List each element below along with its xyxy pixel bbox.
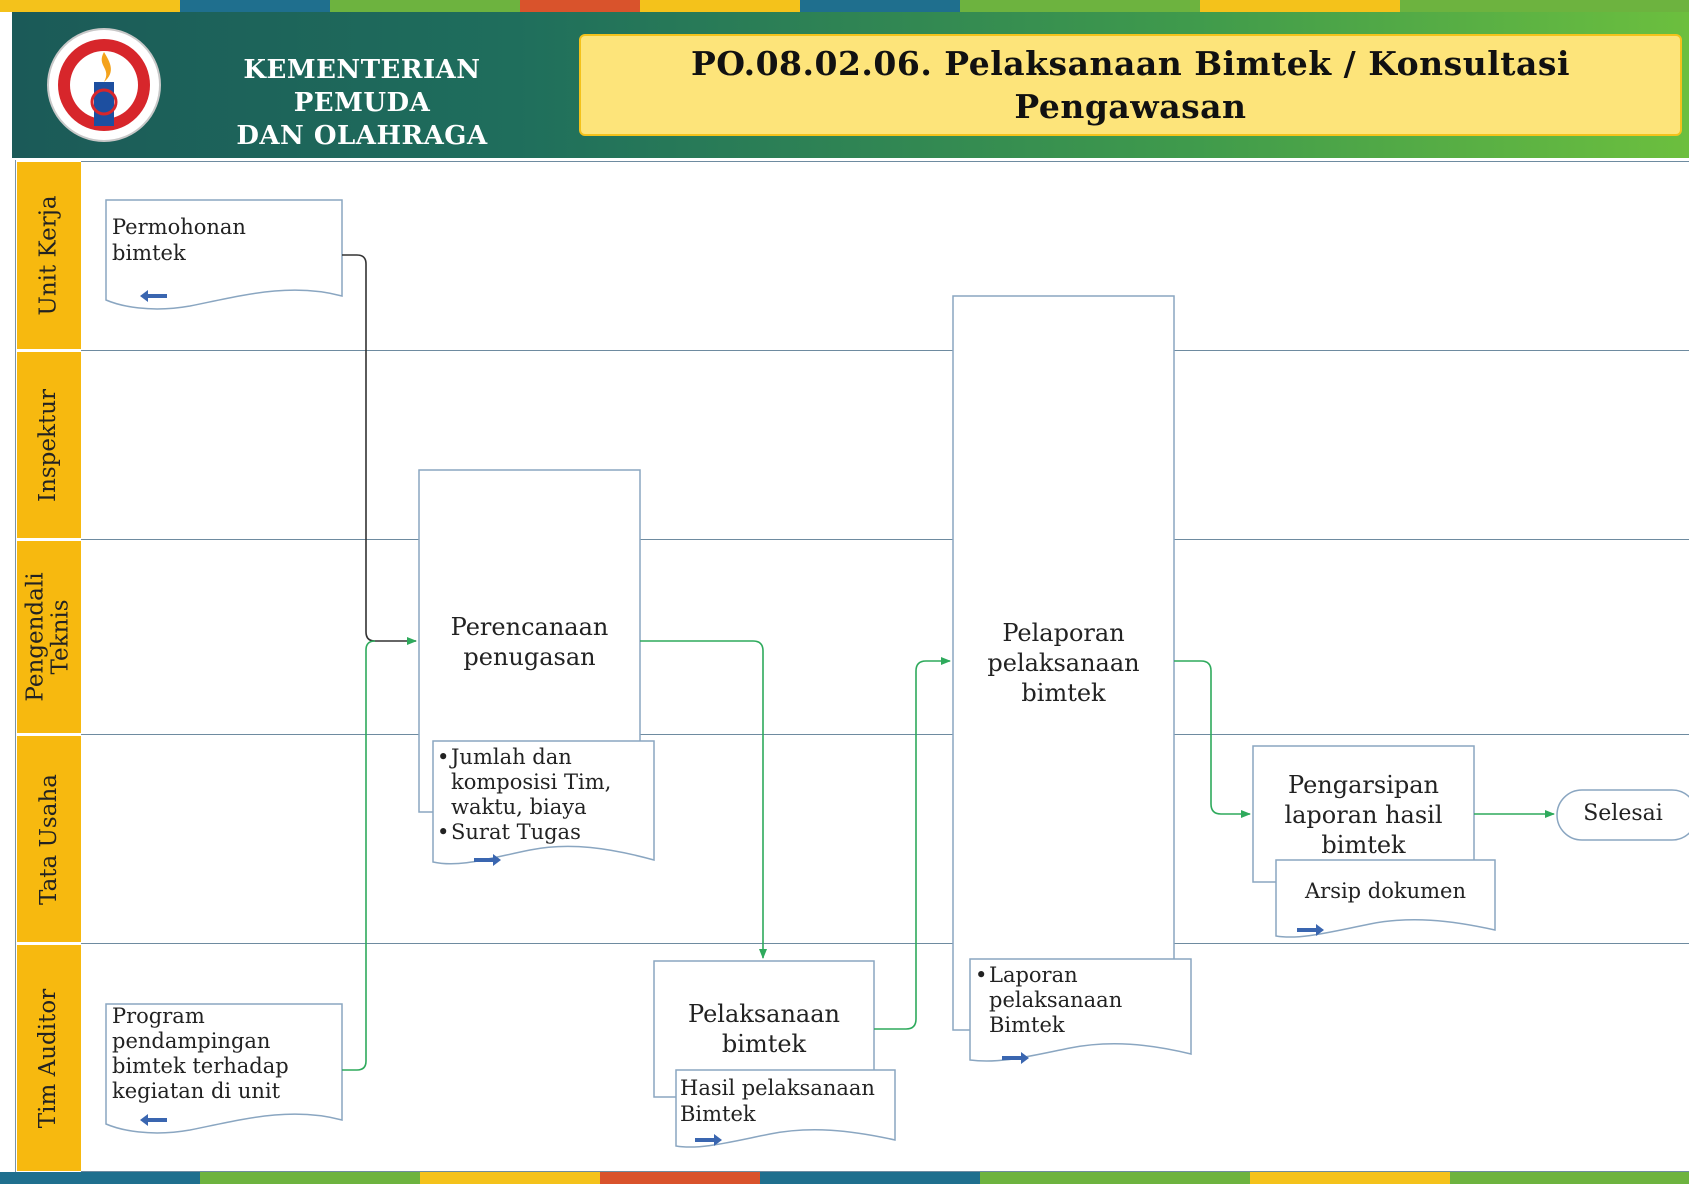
- process-line: bimtek: [1321, 831, 1406, 859]
- lane-label-tim-auditor: Tim Auditor: [17, 945, 81, 1171]
- arrow-left-icon: [140, 290, 167, 302]
- process-line: laporan hasil: [1284, 801, 1443, 829]
- organization-name-line2: DAN OLAHRAGA: [236, 121, 488, 151]
- document-shape-hasil: [675, 1069, 896, 1148]
- ministry-logo-icon: [47, 28, 161, 142]
- doc-line: pendampingan: [112, 1029, 271, 1053]
- connector-perencanaan-to-pelaksanaan: [640, 640, 767, 959]
- doc-line: bimtek terhadap: [112, 1054, 289, 1078]
- terminator-selesai: [1556, 789, 1689, 841]
- page-title: PO.08.02.06. Pelaksanaan Bimtek / Konsul…: [579, 34, 1682, 136]
- process-line: bimtek: [1021, 679, 1106, 707]
- document-shape-arsip: [1275, 859, 1496, 938]
- process-box-pelaporan: [952, 295, 1175, 1031]
- doc-line: bimtek: [112, 241, 186, 265]
- organization-name-line1: KEMENTERIAN PEMUDA: [243, 55, 481, 118]
- bullet-item-laporan: Laporan pelaksanaan Bimtek: [975, 963, 1122, 1038]
- header-banner: KEMENTERIAN PEMUDA DAN OLAHRAGA PO.08.02…: [12, 12, 1689, 158]
- document-shape-program: [105, 1003, 343, 1134]
- doc-line: Hasil pelaksanaan: [680, 1076, 875, 1100]
- lane-divider: [81, 350, 1689, 351]
- doc-line: Permohonan: [112, 215, 246, 239]
- lane-divider: [81, 539, 1689, 540]
- arrow-right-icon: [695, 1134, 722, 1146]
- lane-label-tata-usaha: Tata Usaha: [17, 736, 81, 942]
- doc-line: waktu, biaya: [451, 795, 587, 819]
- process-pelaksanaan-text: Pelaksanaan bimtek: [654, 999, 874, 1059]
- arrow-right-icon: [1297, 924, 1324, 936]
- process-line: Pelaksanaan: [688, 1000, 840, 1028]
- document-hasil-text: Hasil pelaksanaan Bimtek: [680, 1075, 875, 1127]
- bullet-item-surat-tugas: Surat Tugas: [437, 820, 611, 845]
- bottom-decor-stripe: [0, 1172, 1689, 1184]
- document-jumlah-text: Jumlah dan komposisi Tim, waktu, biaya S…: [437, 745, 611, 845]
- connector-pelaksanaan-to-pelaporan: [874, 657, 951, 1030]
- lane-divider: [81, 1171, 1689, 1172]
- swimlane-frame-left: [15, 160, 16, 1172]
- document-program-text: Program pendampingan bimtek terhadap keg…: [112, 1004, 289, 1104]
- doc-line: Bimtek: [680, 1102, 756, 1126]
- doc-line: Jumlah dan: [451, 745, 572, 769]
- connector-program-to-perencanaan: [342, 640, 376, 1071]
- process-line: penugasan: [463, 643, 596, 671]
- doc-line: Arsip dokumen: [1304, 879, 1467, 903]
- top-decor-stripe: [0, 0, 1689, 12]
- lane-divider: [81, 943, 1689, 944]
- connector-permohonan-to-perencanaan: [342, 254, 417, 645]
- process-pelaporan-text: Pelaporan pelaksanaan bimtek: [953, 618, 1174, 708]
- process-line: bimtek: [721, 1030, 807, 1058]
- arrow-right-icon: [1002, 1052, 1029, 1064]
- arrow-right-icon: [474, 854, 501, 866]
- document-shape-permohonan: [105, 199, 343, 310]
- process-line: pelaksanaan: [987, 649, 1140, 677]
- lane-label-pengendali-teknis: Pengendali Teknis: [17, 541, 81, 733]
- process-pengarsipan-text: Pengarsipan laporan hasil bimtek: [1253, 770, 1474, 860]
- doc-line: Laporan: [989, 963, 1078, 987]
- lane-divider: [81, 734, 1689, 735]
- page-title-line2: Pengawasan: [1014, 87, 1247, 126]
- arrow-left-icon: [140, 1114, 167, 1126]
- process-perencanaan-text: Perencanaan penugasan: [419, 612, 640, 672]
- process-line: Pengarsipan: [1288, 771, 1439, 799]
- doc-line: komposisi Tim,: [451, 770, 612, 794]
- doc-line: pelaksanaan: [989, 988, 1123, 1012]
- doc-line: kegiatan di unit: [112, 1079, 281, 1103]
- doc-line: Surat Tugas: [451, 820, 581, 844]
- document-permohonan-text: Permohonan bimtek: [112, 214, 246, 266]
- lane-divider: [81, 161, 1689, 162]
- lane-label-inspektur: Inspektur: [17, 352, 81, 538]
- page-title-line1: PO.08.02.06. Pelaksanaan Bimtek / Konsul…: [690, 44, 1571, 83]
- organization-name: KEMENTERIAN PEMUDA DAN OLAHRAGA: [172, 54, 552, 153]
- bullet-item-jumlah: Jumlah dan komposisi Tim, waktu, biaya: [437, 745, 611, 820]
- process-line: Pelaporan: [1002, 619, 1125, 647]
- connector-pelaporan-to-pengarsipan: [1174, 660, 1251, 818]
- process-line: Perencanaan: [450, 613, 609, 641]
- lane-label-unit-kerja: Unit Kerja: [17, 162, 81, 349]
- doc-line: Program: [112, 1004, 205, 1028]
- document-laporan-text: Laporan pelaksanaan Bimtek: [975, 963, 1122, 1038]
- doc-line: Bimtek: [989, 1013, 1065, 1037]
- document-arsip-text: Arsip dokumen: [1276, 878, 1495, 904]
- terminator-selesai-text: Selesai: [1583, 801, 1663, 826]
